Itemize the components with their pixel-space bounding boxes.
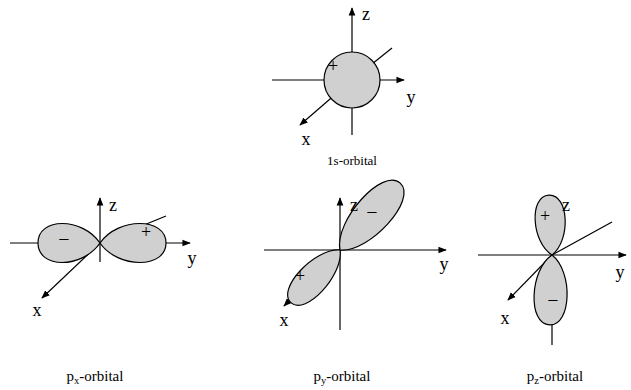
- phase-sign: +: [295, 267, 305, 285]
- axis-label: x: [280, 311, 289, 329]
- axis-label: x: [302, 130, 311, 148]
- phase-sign: −: [547, 290, 558, 310]
- phase-sign: +: [540, 207, 550, 225]
- axis-label: y: [188, 249, 197, 267]
- axis-label: x: [501, 309, 510, 327]
- orbital-caption: pz-orbital: [527, 369, 583, 386]
- orbital-caption: 1s-orbital: [327, 154, 377, 167]
- axis-label: z: [362, 5, 370, 23]
- axis-label: y: [440, 255, 449, 273]
- axis-label: z: [562, 196, 570, 214]
- orbital-caption: px-orbital: [67, 369, 124, 386]
- axis-label: z: [350, 196, 358, 214]
- axis-label: y: [407, 88, 416, 106]
- phase-sign: +: [141, 223, 151, 241]
- axis-label: z: [109, 196, 117, 214]
- axis-label: x: [33, 301, 42, 319]
- axis-label: y: [616, 263, 625, 281]
- phase-sign: +: [328, 57, 338, 75]
- phase-sign: −: [366, 202, 377, 222]
- phase-sign: −: [58, 229, 69, 249]
- orbital-caption: py-orbital: [314, 369, 371, 386]
